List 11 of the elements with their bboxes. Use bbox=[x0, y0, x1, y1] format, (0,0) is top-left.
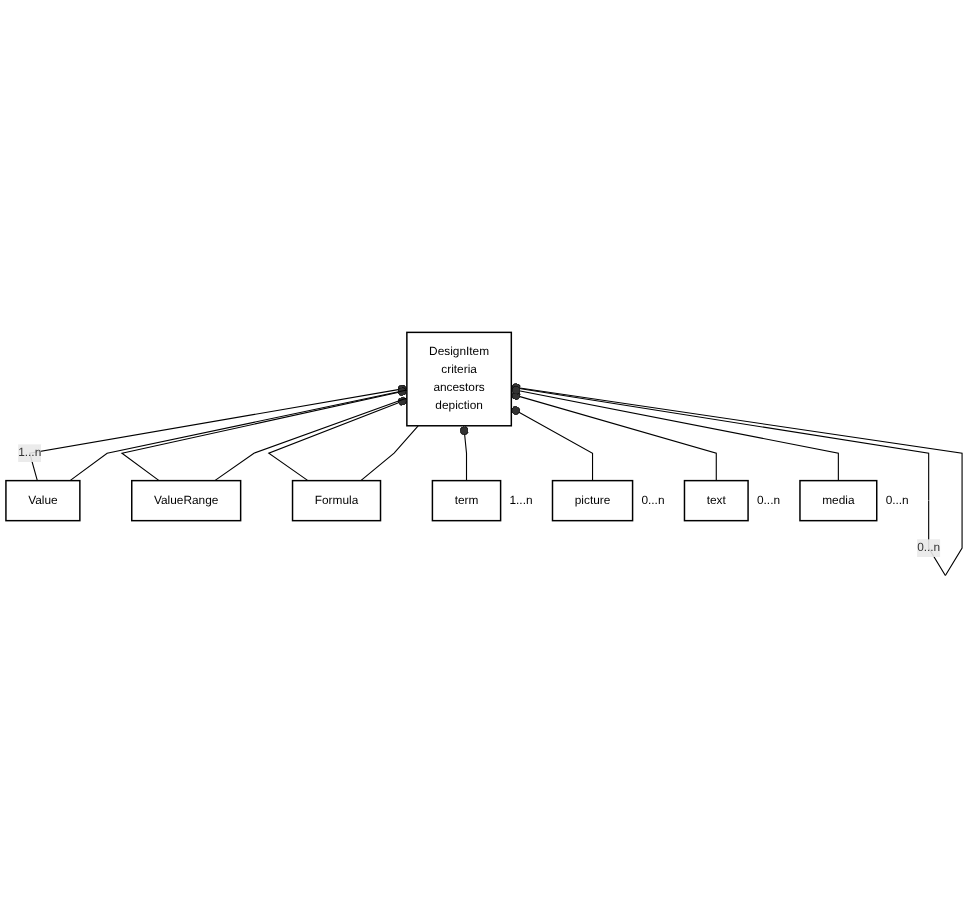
connector bbox=[29, 384, 408, 482]
connector bbox=[69, 389, 408, 482]
connector bbox=[267, 396, 408, 482]
connector bbox=[120, 387, 408, 482]
connector bbox=[510, 385, 839, 482]
connector bbox=[510, 383, 963, 577]
connector bbox=[214, 397, 408, 482]
connector bbox=[510, 391, 717, 482]
connector bbox=[360, 425, 419, 482]
connector bbox=[510, 406, 594, 482]
connector bbox=[459, 425, 469, 482]
